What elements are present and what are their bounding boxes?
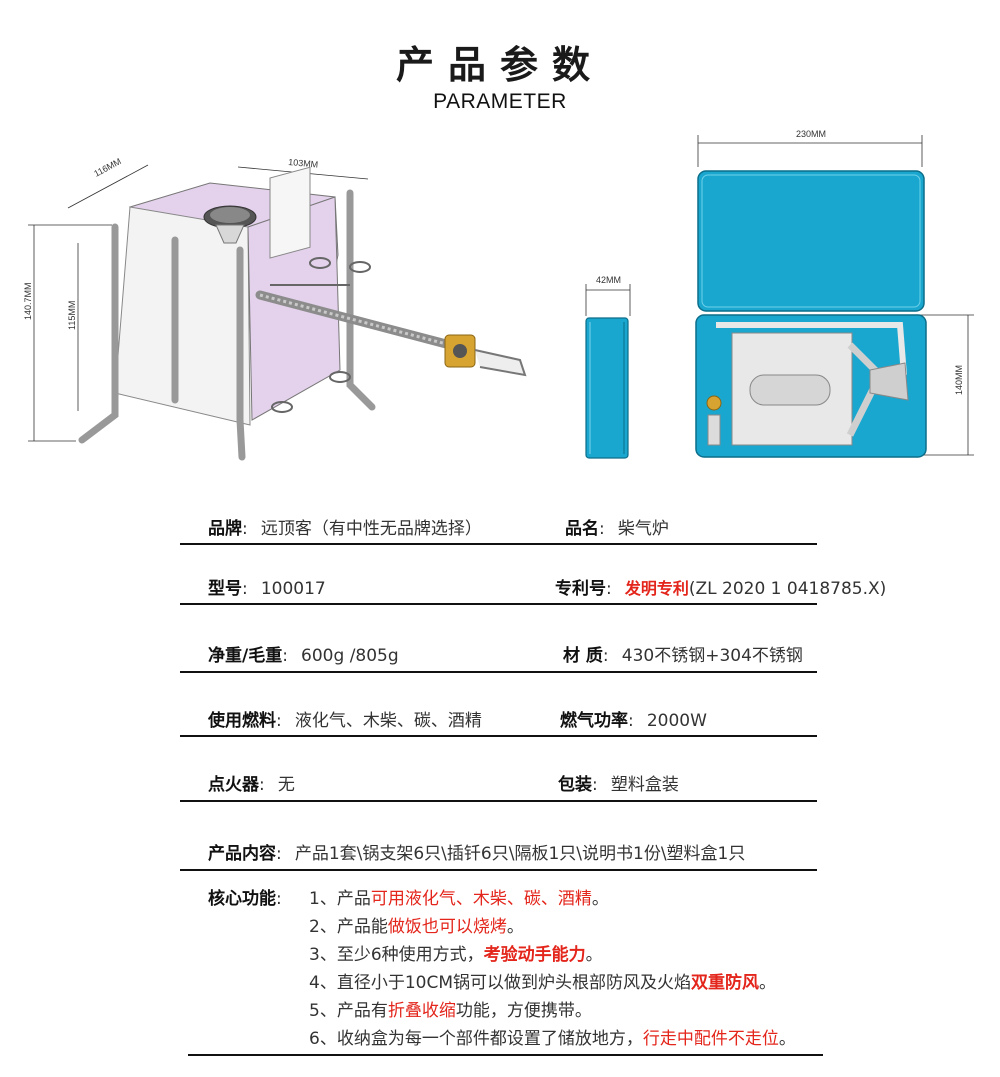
- brand-row: 品牌: 远顶客（有中性无品牌选择）: [208, 519, 482, 539]
- model-value: 100017: [260, 579, 326, 599]
- stove-side-window: [269, 166, 311, 259]
- patent-row: 专利号: 发明专利(ZL 2020 1 0418785.X): [555, 579, 887, 599]
- box-open-illustration: 230MM 140MM: [695, 129, 974, 458]
- function-item-2: 2、产品能做饭也可以烧烤。: [309, 917, 524, 937]
- functions-label: 核心功能: [208, 889, 276, 909]
- stove-legs: [78, 189, 376, 461]
- patent-value: (ZL 2020 1 0418785.X): [688, 579, 887, 599]
- divider-1: [180, 543, 817, 545]
- divider-5: [180, 800, 817, 802]
- name-row: 品名: 柴气炉: [565, 519, 669, 539]
- contents-value: 产品1套\锅支架6只\插钎6只\隔板1只\说明书1份\塑料盒1只: [294, 844, 746, 864]
- contents-label: 产品内容: [208, 844, 276, 864]
- box-thickness-label: 42MM: [596, 275, 621, 285]
- divider-6: [180, 869, 817, 871]
- patent-highlight: 发明专利: [624, 579, 689, 598]
- divider-4: [180, 735, 817, 737]
- page-subtitle: PARAMETER: [433, 90, 567, 113]
- power-row: 燃气功率: 2000W: [560, 711, 707, 731]
- model-row: 型号: 100017: [208, 579, 326, 599]
- igniter-value: 无: [277, 775, 295, 795]
- material-row: 材 质: 430不锈钢+304不锈钢: [563, 646, 803, 666]
- box-side-illustration: 42MM: [585, 275, 631, 459]
- divider-7: [188, 1054, 823, 1056]
- igniter-row: 点火器: 无: [208, 775, 295, 795]
- functions-heading: 核心功能:: [208, 889, 282, 909]
- burner-grill-icon: [210, 207, 250, 223]
- burner-body-icon: [215, 224, 245, 244]
- power-value: 2000W: [646, 711, 707, 731]
- divider-2: [180, 603, 817, 605]
- box-height-label: 140MM: [954, 365, 964, 395]
- box-plate-slot: [749, 374, 831, 406]
- stove-skewers: [270, 257, 371, 413]
- material-value: 430不锈钢+304不锈钢: [621, 646, 803, 666]
- stove-inner-height-label: 115MM: [67, 301, 77, 330]
- stove-illustration: 116MM 103MM 140.7MM 115MM: [23, 156, 527, 461]
- function-item-4: 4、直径小于10CM锅可以做到炉头根部防风及火焰双重防风。: [309, 973, 776, 993]
- fuel-row: 使用燃料: 液化气、木柴、碳、酒精: [208, 711, 482, 731]
- weight-value: 600g /805g: [301, 646, 399, 666]
- stove-width-label: 103MM: [288, 157, 319, 170]
- package-row: 包装: 塑料盒装: [558, 775, 679, 795]
- function-item-3: 3、至少6种使用方式，考验动手能力。: [309, 945, 603, 965]
- material-label: 材 质: [563, 646, 603, 666]
- package-label: 包装: [558, 775, 592, 795]
- function-item-1: 1、产品可用液化气、木柴、碳、酒精。: [309, 889, 609, 909]
- box-side-body: [585, 317, 629, 459]
- valve-knob-icon: [453, 344, 467, 358]
- valve-handle-icon: [474, 349, 527, 377]
- package-value: 塑料盒装: [610, 775, 679, 795]
- gas-hose-braid: [259, 293, 451, 347]
- divider-3: [180, 671, 817, 673]
- power-label: 燃气功率: [560, 711, 628, 731]
- function-item-5: 5、产品有折叠收缩功能，方便携带。: [309, 1001, 592, 1021]
- patent-label: 专利号: [555, 579, 606, 599]
- igniter-label: 点火器: [208, 775, 259, 795]
- box-lid: [697, 170, 925, 312]
- box-stored-rod: [716, 322, 907, 376]
- fuel-value: 液化气、木柴、碳、酒精: [294, 711, 482, 731]
- box-stored-burner: [869, 362, 909, 401]
- stove-dimension-lines: [28, 164, 369, 442]
- stove-height-label: 140.7MM: [23, 282, 33, 320]
- weight-label: 净重/毛重: [208, 646, 283, 666]
- model-label: 型号: [208, 579, 242, 599]
- contents-row: 产品内容: 产品1套\锅支架6只\插钎6只\隔板1只\说明书1份\塑料盒1只: [208, 844, 746, 864]
- stove-depth-label: 116MM: [92, 156, 123, 179]
- brand-value: 远顶客（有中性无品牌选择）: [260, 519, 482, 539]
- fuel-label: 使用燃料: [208, 711, 276, 731]
- name-value: 柴气炉: [617, 519, 669, 539]
- brand-label: 品牌: [208, 519, 242, 539]
- weight-row: 净重/毛重: 600g /805g: [208, 646, 399, 666]
- name-label: 品名: [565, 519, 599, 539]
- function-item-6: 6、收纳盒为每一个部件都设置了储放地方，行走中配件不走位。: [309, 1029, 796, 1049]
- box-width-label: 230MM: [796, 129, 826, 139]
- page-title: 产品参数: [395, 43, 604, 87]
- box-stored-valve-icon: [706, 395, 722, 411]
